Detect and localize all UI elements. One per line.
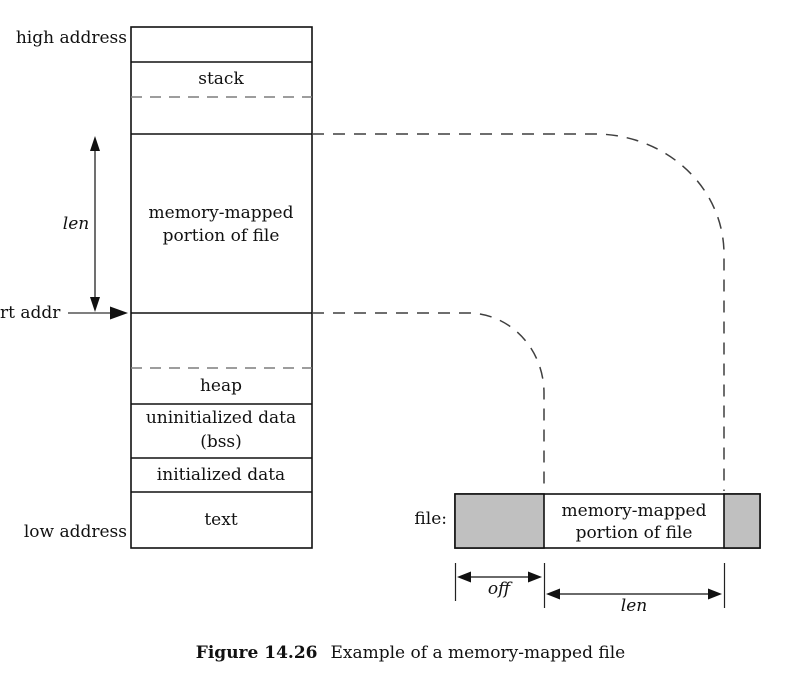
segment-bss-label-line2: (bss) <box>200 432 242 452</box>
segment-text-label: text <box>204 510 238 530</box>
figure-caption-number: Figure 14.26 <box>195 643 318 663</box>
file-mapped-label-line2: portion of file <box>575 523 693 543</box>
dimension-ticks <box>454 563 726 608</box>
figure-caption-text: Example of a memory-mapped file <box>330 643 626 663</box>
off-dimension-arrow <box>457 571 542 583</box>
start-addr-label: rt addr <box>0 303 61 323</box>
off-label: off <box>487 579 511 599</box>
len-label-memory: len <box>62 214 90 234</box>
segment-mapped-label-line1: memory-mapped <box>148 203 294 223</box>
segment-heap-label: heap <box>199 376 243 396</box>
file-len-label: len <box>620 596 648 616</box>
lower-connector <box>312 312 545 491</box>
arrowhead-up-icon <box>90 136 100 151</box>
memory-box <box>130 26 313 549</box>
arrowhead-down-icon <box>90 297 100 312</box>
mapping-connectors <box>312 133 725 491</box>
arrowhead-left-icon <box>546 588 560 600</box>
file-tail-region <box>723 493 761 549</box>
low-address-label: low address <box>23 522 127 542</box>
file-bar <box>454 493 761 549</box>
segment-initialized-data-label: initialized data <box>156 465 286 485</box>
arrowhead-right-icon <box>110 306 128 320</box>
arrowhead-right-icon <box>708 588 722 600</box>
file-offset-region <box>454 493 545 549</box>
start-addr-arrow <box>68 306 128 320</box>
file-mapped-label-line1: memory-mapped <box>561 501 707 521</box>
segment-mapped-label-line2: portion of file <box>162 226 280 246</box>
len-dimension-arrow <box>90 136 100 312</box>
arrowhead-right-icon <box>528 571 542 583</box>
high-address-label: high address <box>15 28 127 48</box>
file-len-dimension-arrow <box>546 588 722 600</box>
upper-connector <box>312 133 725 491</box>
file-label: file: <box>414 509 447 529</box>
arrowhead-left-icon <box>457 571 471 583</box>
segment-bss-label-line1: uninitialized data <box>145 408 297 428</box>
figure-caption: Figure 14.26 Example of a memory-mapped f… <box>18 643 785 663</box>
segment-stack-label: stack <box>198 69 244 89</box>
